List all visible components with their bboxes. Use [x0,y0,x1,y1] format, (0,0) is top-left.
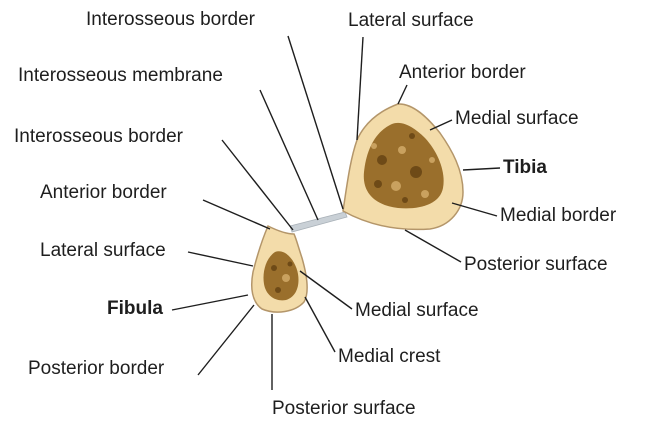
label-fibula-anterior-border: Anterior border [40,182,167,204]
leader-tibia-interosseous-border [288,36,343,209]
interosseous-membrane-shape [290,212,347,232]
label-tibia-posterior-surface: Posterior surface [464,254,608,276]
label-fibula-interosseous-border: Interosseous border [14,126,183,148]
label-tibia-medial-surface: Medial surface [455,108,579,130]
leader-fibula-name [172,295,248,310]
label-tibia-anterior-border: Anterior border [399,62,526,84]
label-fibula-medial-crest: Medial crest [338,346,440,368]
leader-tibia-posterior-surface [405,230,461,262]
label-tibia-medial-border: Medial border [500,205,616,227]
label-fibula-posterior-border: Posterior border [28,358,164,380]
leader-tibia-anterior-border [398,85,407,104]
leader-tibia-name [463,168,500,170]
label-tibia-lateral-surface: Lateral surface [348,10,474,32]
label-tibia-interosseous-border: Interosseous border [86,9,255,31]
leader-interosseous-membrane [260,90,318,220]
leader-fibula-medial-crest [305,297,335,352]
label-fibula-lateral-surface: Lateral surface [40,240,166,262]
label-interosseous-membrane: Interosseous membrane [18,65,223,87]
leader-fibula-anterior-border [203,200,270,229]
leader-fibula-posterior-border [198,305,254,375]
leader-tibia-lateral-surface [357,37,363,140]
label-tibia-name: Tibia [503,157,547,179]
leader-fibula-interosseous-border [222,140,293,230]
label-fibula-posterior-surface: Posterior surface [272,398,416,420]
label-fibula-name: Fibula [107,298,163,320]
label-fibula-medial-surface: Medial surface [355,300,479,322]
leader-fibula-lateral-surface [188,252,253,266]
